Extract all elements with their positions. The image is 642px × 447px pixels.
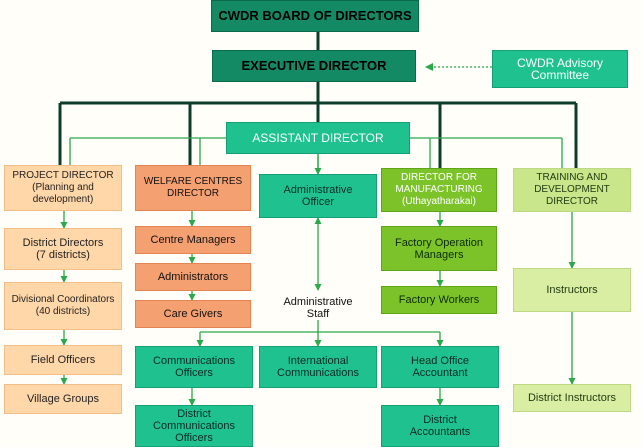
training-director-box: TRAINING AND DEVELOPMENT DIRECTOR	[513, 168, 631, 212]
factory-workers-box: Factory Workers	[381, 286, 497, 314]
advisory-committee-label: CWDR Advisory Committee	[516, 56, 603, 82]
manufacturing-director-box: DIRECTOR FOR MANUFACTURING (Uthayatharak…	[381, 168, 497, 212]
village-groups-box: Village Groups	[4, 384, 122, 414]
administrative-officer-label: Administrative Officer	[283, 184, 353, 208]
communications-officers-box: Communications Officers	[135, 346, 253, 388]
care-givers-box: Care Givers	[135, 300, 251, 328]
field-officers-box: Field Officers	[4, 345, 122, 375]
executive-director-label: EXECUTIVE DIRECTOR	[241, 58, 387, 73]
head-office-accountant-label: Head Office Accountant	[411, 355, 469, 379]
international-communications-box: International Communications	[259, 346, 377, 388]
project-director-box: PROJECT DIRECTOR (Planning and developme…	[4, 165, 122, 211]
welfare-director-label: WELFARE CENTRES DIRECTOR	[143, 176, 243, 199]
factory-workers-label: Factory Workers	[398, 294, 480, 306]
district-instructors-label: District Instructors	[527, 392, 616, 404]
care-givers-label: Care Givers	[163, 308, 223, 320]
head-office-accountant-box: Head Office Accountant	[381, 346, 499, 388]
factory-operation-managers-label: Factory Operation Managers	[394, 236, 484, 261]
district-directors-label: District Directors (7 districts)	[22, 237, 104, 261]
manufacturing-director-label: DIRECTOR FOR MANUFACTURING (Uthayatharak…	[395, 172, 483, 207]
administrative-staff-label: Administrative Staff	[276, 296, 360, 320]
field-officers-label: Field Officers	[30, 354, 96, 366]
instructors-label: Instructors	[546, 284, 598, 296]
assistant-director-label: ASSISTANT DIRECTOR	[252, 131, 384, 145]
district-accountants-label: District Accountants	[409, 414, 471, 438]
divisional-coordinators-box: Divisional Coordinators (40 districts)	[4, 282, 122, 330]
assistant-director-box: ASSISTANT DIRECTOR	[226, 122, 410, 154]
project-director-label: PROJECT DIRECTOR (Planning and developme…	[12, 170, 114, 205]
training-director-label: TRAINING AND DEVELOPMENT DIRECTOR	[534, 172, 610, 207]
village-groups-label: Village Groups	[27, 393, 99, 405]
communications-officers-label: Communications Officers	[153, 355, 235, 379]
centre-managers-label: Centre Managers	[150, 234, 236, 246]
district-communications-officers-box: District Communications Officers	[135, 405, 253, 447]
district-communications-officers-label: District Communications Officers	[153, 408, 235, 444]
centre-managers-box: Centre Managers	[135, 226, 251, 254]
board-of-directors-label: CWDR BOARD OF DIRECTORS	[218, 8, 412, 23]
board-of-directors-box: CWDR BOARD OF DIRECTORS	[211, 0, 419, 32]
divisional-coordinators-label: Divisional Coordinators (40 districts)	[11, 294, 115, 317]
district-directors-box: District Directors (7 districts)	[4, 228, 122, 270]
district-instructors-box: District Instructors	[513, 384, 631, 412]
administrative-officer-box: Administrative Officer	[259, 174, 377, 218]
administrators-box: Administrators	[135, 263, 251, 291]
executive-director-box: EXECUTIVE DIRECTOR	[212, 50, 416, 82]
advisory-committee-box: CWDR Advisory Committee	[492, 50, 628, 88]
welfare-director-box: WELFARE CENTRES DIRECTOR	[135, 165, 251, 211]
factory-operation-managers-box: Factory Operation Managers	[381, 226, 497, 271]
administrators-label: Administrators	[157, 271, 229, 283]
district-accountants-box: District Accountants	[381, 405, 499, 447]
international-communications-label: International Communications	[277, 355, 359, 379]
instructors-box: Instructors	[513, 268, 631, 312]
